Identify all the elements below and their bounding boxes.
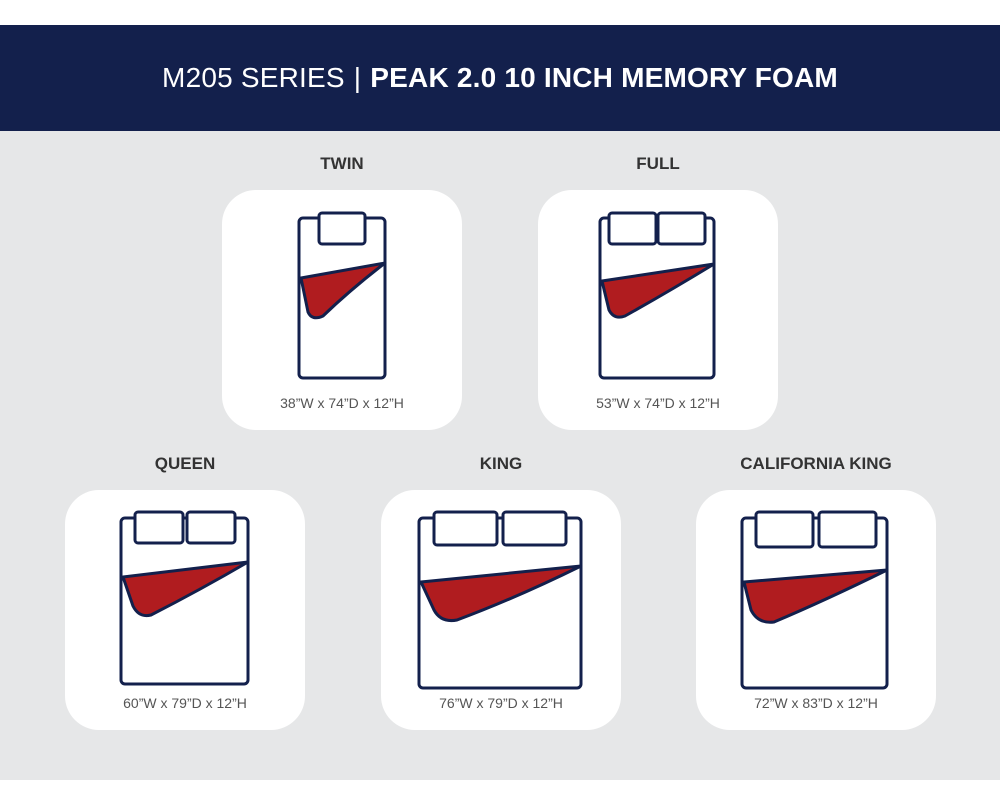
size-title: TWIN	[320, 154, 364, 173]
bed-twin-icon	[297, 211, 387, 380]
model-title: PEAK 2.0 10 INCH MEMORY FOAM	[370, 62, 838, 93]
size-dimensions: 38”W x 74”D x 12”H	[280, 395, 404, 411]
size-title: CALIFORNIA KING	[740, 454, 892, 473]
size-dimensions: 60”W x 79”D x 12”H	[123, 695, 247, 711]
size-dimensions: 53”W x 74”D x 12”H	[596, 395, 720, 411]
size-card: 53”W x 74”D x 12”H	[538, 190, 778, 430]
series-label: M205 SERIES	[162, 62, 345, 93]
size-card: 60”W x 79”D x 12”H	[65, 490, 305, 730]
size-title: FULL	[636, 154, 680, 173]
size-card: 72”W x 83”D x 12”H	[696, 490, 936, 730]
bed-king-icon	[417, 510, 583, 690]
size-title: KING	[479, 454, 523, 473]
bed-full-icon	[598, 211, 716, 380]
size-dimensions: 72”W x 83”D x 12”H	[754, 695, 878, 711]
title-separator: |	[353, 62, 362, 93]
size-title: QUEEN	[154, 454, 216, 473]
bed-california-king-icon	[740, 510, 889, 690]
size-card: 38”W x 74”D x 12”H	[222, 190, 462, 430]
size-dimensions: 76”W x 79”D x 12”H	[439, 695, 563, 711]
size-card: 76”W x 79”D x 12”H	[381, 490, 621, 730]
header-banner: M205 SERIES | PEAK 2.0 10 INCH MEMORY FO…	[0, 25, 1000, 131]
bed-queen-icon	[119, 510, 250, 686]
